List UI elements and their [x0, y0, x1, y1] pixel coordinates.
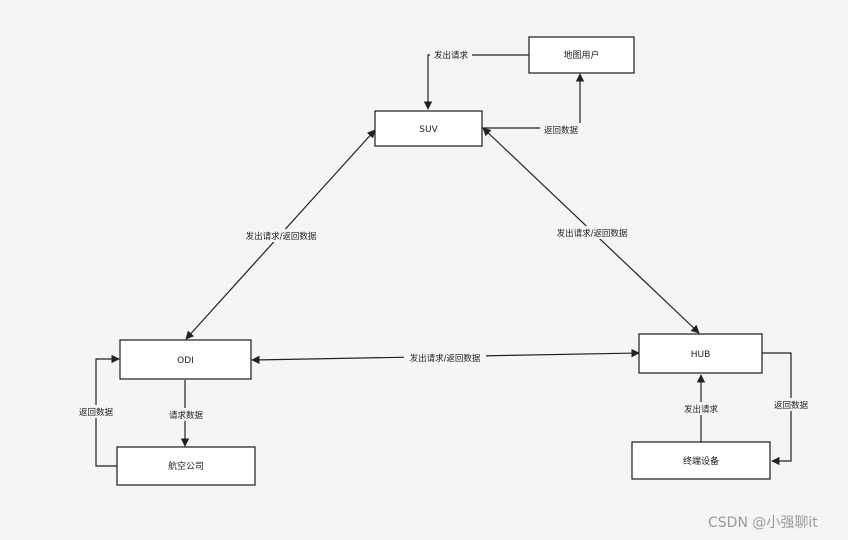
svg-text:请求数据: 请求数据: [169, 410, 204, 421]
node-map-user: 地图用户: [528, 36, 635, 74]
label-terminal-to-hub: 发出请求: [680, 402, 722, 415]
svg-text:发出请求/返回数据: 发出请求/返回数据: [410, 353, 481, 364]
svg-text:地图用户: 地图用户: [563, 49, 599, 61]
svg-text:HUB: HUB: [691, 350, 711, 360]
svg-text:返回数据: 返回数据: [79, 407, 114, 418]
watermark: CSDN @小强聊it: [708, 515, 818, 531]
svg-text:发出请求: 发出请求: [434, 50, 469, 61]
svg-text:返回数据: 返回数据: [544, 125, 579, 136]
node-odi: ODI: [119, 339, 252, 380]
label-map-to-suv: 发出请求: [430, 48, 472, 61]
svg-text:发出请求/返回数据: 发出请求/返回数据: [246, 231, 317, 242]
node-suv: SUV: [374, 110, 483, 147]
edge-suv-to-map-user: [482, 73, 585, 129]
label-hub-to-terminal: 返回数据: [770, 398, 812, 411]
svg-text:发出请求: 发出请求: [684, 404, 719, 415]
svg-text:航空公司: 航空公司: [168, 460, 204, 472]
svg-text:ODI: ODI: [177, 356, 194, 366]
node-hub: HUB: [638, 333, 763, 374]
label-suv-hub: 发出请求/返回数据: [551, 226, 633, 239]
label-odi-to-airline: 请求数据: [165, 408, 207, 421]
svg-text:发出请求/返回数据: 发出请求/返回数据: [557, 228, 628, 239]
label-suv-to-map: 返回数据: [540, 123, 582, 136]
node-airline: 航空公司: [116, 446, 256, 486]
node-terminal: 终端设备: [631, 441, 771, 480]
svg-text:终端设备: 终端设备: [683, 455, 719, 467]
svg-text:SUV: SUV: [419, 125, 438, 135]
edge-map-user-to-suv: [423, 54, 529, 110]
label-suv-odi: 发出请求/返回数据: [240, 229, 322, 242]
label-airline-to-odi: 返回数据: [75, 405, 117, 418]
label-odi-hub: 发出请求/返回数据: [404, 351, 486, 364]
svg-text:返回数据: 返回数据: [774, 400, 809, 411]
